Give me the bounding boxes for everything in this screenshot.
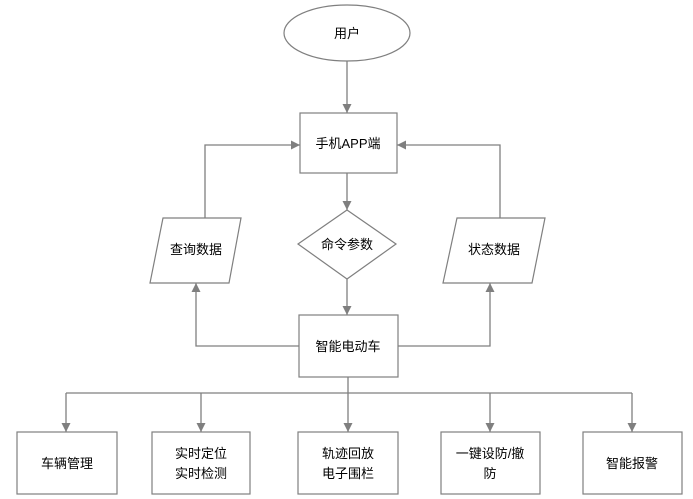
arrow-ebike-to-status	[398, 283, 495, 347]
ebike-node	[298, 314, 399, 378]
function-label: 防	[483, 466, 496, 481]
arrow-status-to-app	[397, 140, 501, 218]
function-label: 一键设防/撤	[456, 446, 525, 461]
function-label: 实时定位	[175, 446, 227, 461]
status-node	[442, 217, 546, 284]
function-node-realtime	[151, 431, 251, 495]
function-label: 电子围栏	[322, 466, 374, 481]
status-label: 状态数据	[468, 242, 520, 257]
function-node-alarm	[582, 431, 683, 495]
function-label: 实时检测	[175, 466, 227, 481]
function-label: 车辆管理	[41, 456, 93, 471]
command-label: 命令参数	[321, 237, 373, 252]
ebike-label: 智能电动车	[315, 339, 380, 354]
function-label: 智能报警	[606, 456, 658, 471]
function-label: 轨迹回放	[322, 446, 374, 461]
user-label: 用户	[334, 26, 360, 41]
function-node-track-fence	[297, 431, 399, 495]
query-node	[149, 217, 242, 284]
app-label: 手机APP端	[315, 136, 380, 151]
app-node	[299, 112, 398, 174]
function-node-vehicle-management	[16, 431, 118, 495]
query-label: 查询数据	[170, 242, 222, 257]
arrow-ebike-to-query	[191, 283, 299, 347]
function-node-arm-disarm	[440, 431, 541, 495]
arrow-query-to-app	[204, 140, 300, 218]
